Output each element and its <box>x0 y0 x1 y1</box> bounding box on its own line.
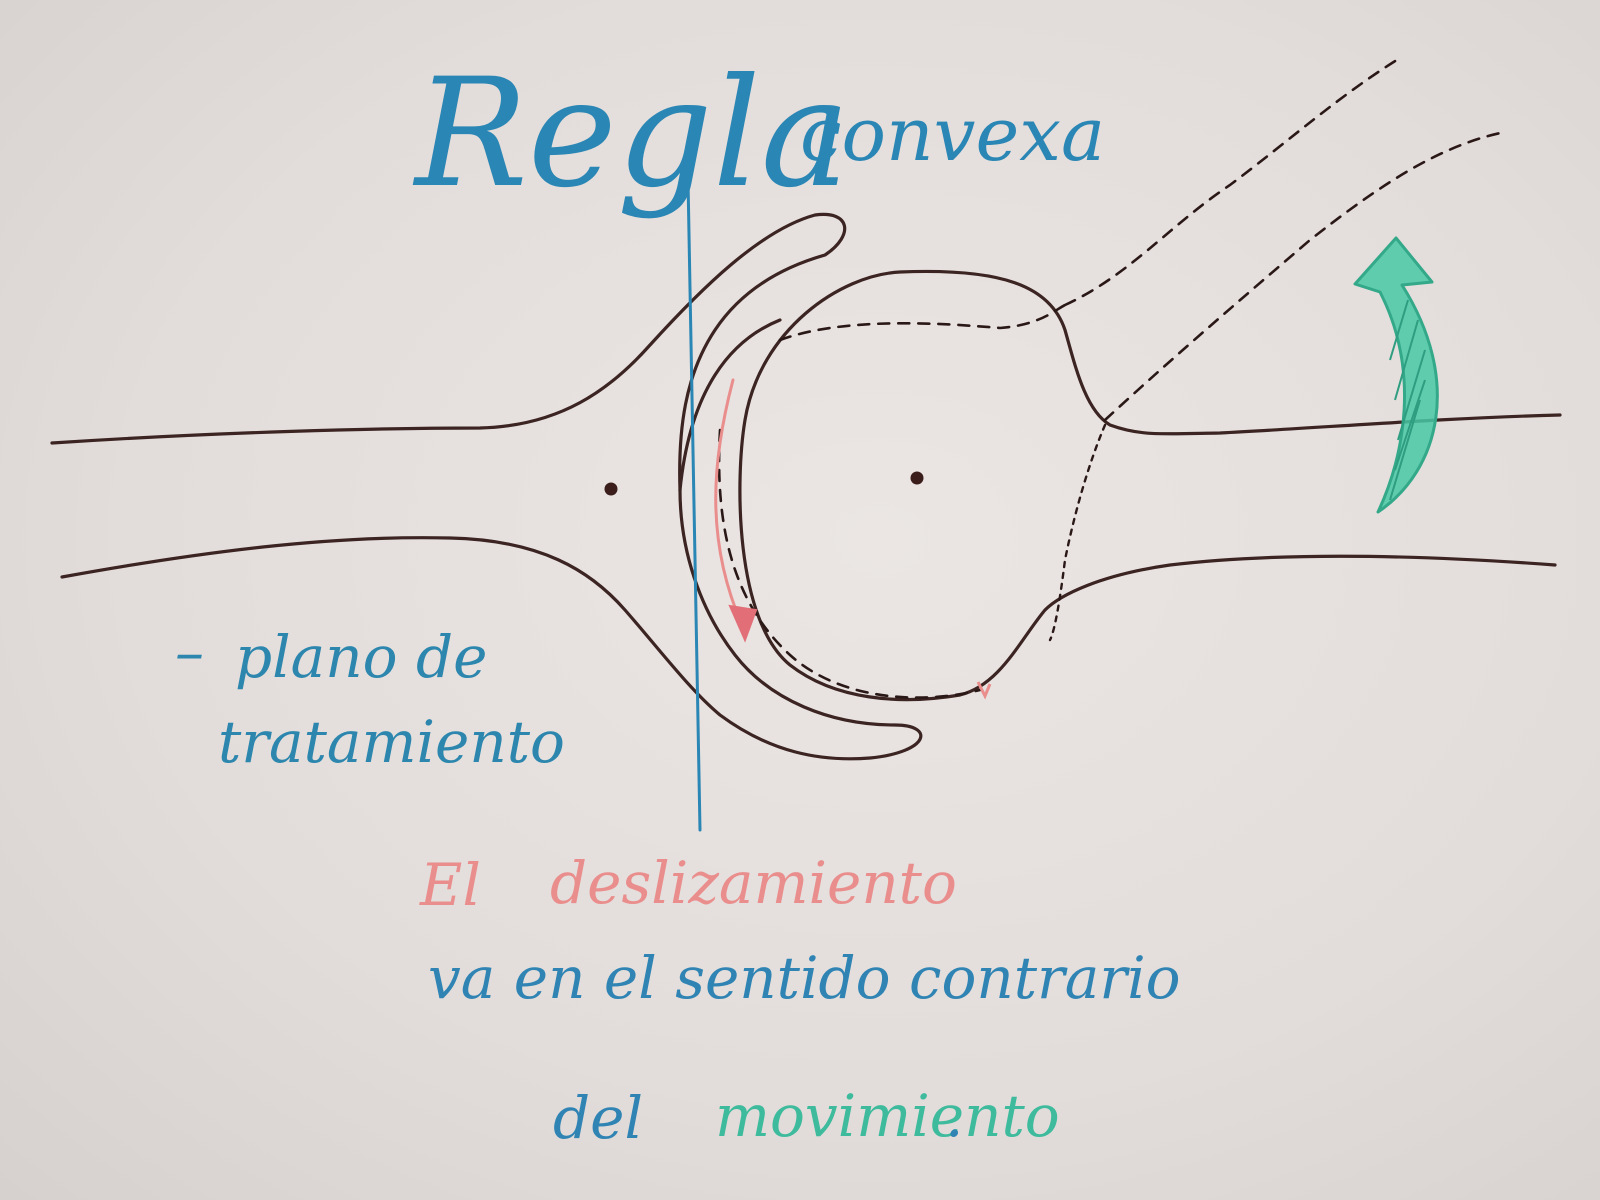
moved-head-top-dashed <box>778 303 1067 342</box>
left-bone-lower-contour <box>60 488 923 761</box>
caption-el: El <box>419 851 481 919</box>
right-bone-center-dot <box>910 471 924 485</box>
title-main: Regla <box>412 47 850 221</box>
moved-bone-neck-dashed <box>1048 423 1107 642</box>
caption-line2: va en el sentido contrario <box>428 944 1181 1012</box>
caption-del: del <box>553 1084 643 1152</box>
moved-head-dashed-outline <box>717 428 982 699</box>
left-bone-upper-contour <box>50 212 847 492</box>
plane-label-dash: – <box>175 618 204 686</box>
title-sub: convexa <box>800 92 1105 178</box>
left-bone-center-dot <box>604 482 618 496</box>
right-bone-head-contour <box>738 269 1562 702</box>
treatment-plane-line <box>686 178 702 832</box>
caption-deslizamiento: deslizamiento <box>550 849 957 917</box>
caption-movimiento: movimiento <box>715 1082 1060 1150</box>
arrow-up-icon <box>1353 236 1439 514</box>
glide-arrow-shaft <box>714 378 744 627</box>
moved-bone-lower-dashed <box>1103 130 1507 422</box>
cavity-inner-contour <box>678 318 782 492</box>
contact-point-mark <box>976 681 992 700</box>
arrow-down-icon <box>728 604 758 643</box>
plane-label-line2: tratamiento <box>218 708 565 776</box>
caption-period: . <box>945 1082 963 1150</box>
movement-arrow-hatching <box>1389 299 1426 501</box>
moved-bone-upper-dashed <box>1063 56 1402 307</box>
plane-label-line1: plano de <box>235 623 487 691</box>
